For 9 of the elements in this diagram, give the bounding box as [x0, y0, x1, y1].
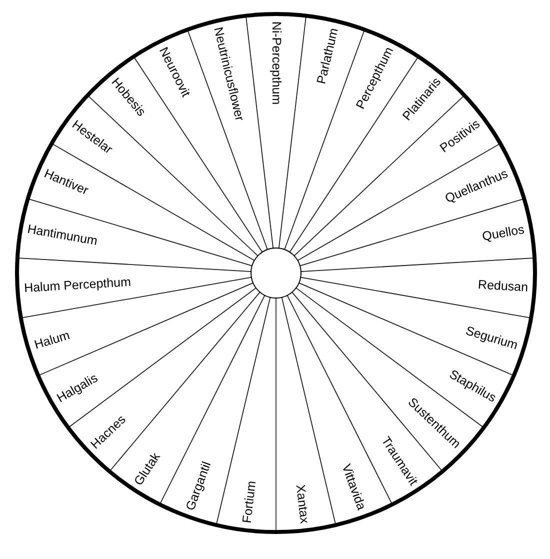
sector-label: Vittavida [339, 462, 369, 512]
sector-label: Quellos [482, 222, 526, 244]
sector-label: Hantimunum [26, 222, 99, 248]
sector-label: Ni-Percepthum [269, 20, 284, 104]
sector-label: Halum [32, 328, 72, 352]
sector-label: Redusan [477, 278, 528, 295]
sector-label: Halum Percepthum [24, 274, 132, 295]
sector-label: Xantax [294, 484, 312, 524]
sector-label: Fortium [240, 480, 259, 524]
